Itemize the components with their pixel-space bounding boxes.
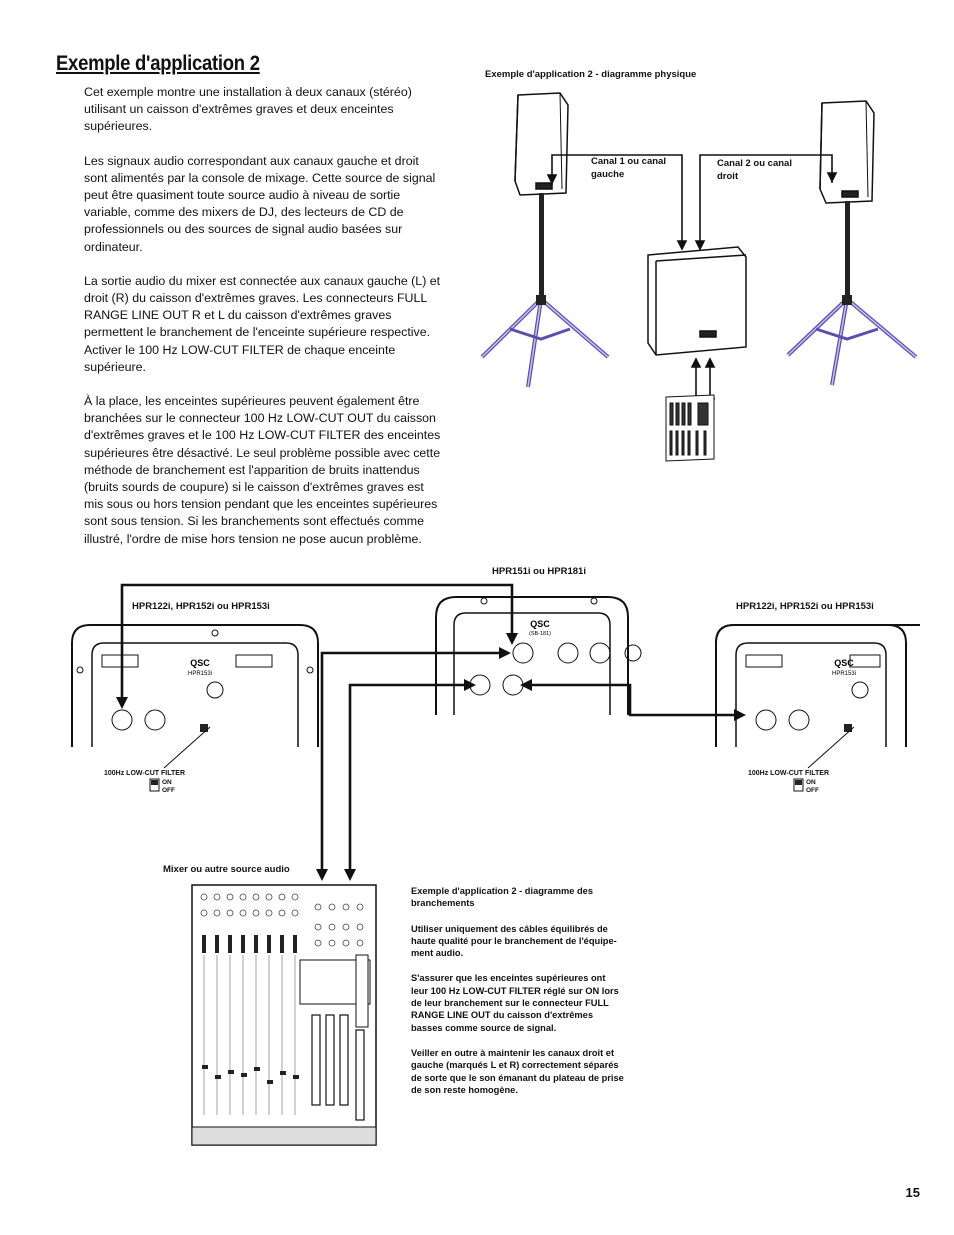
left-filter-leader (163, 726, 211, 769)
note-balanced-cables: Utiliser uniquement des câbles équilibré… (411, 923, 617, 959)
page-number: 15 (905, 1185, 920, 1200)
right-panel-model: HPR153i (832, 671, 856, 677)
right-top-speaker (819, 100, 875, 204)
left-top-speaker (514, 92, 569, 196)
subwoofer-panel: QSC (SB-181) (435, 596, 642, 715)
mixer-label: Mixer ou autre source audio (163, 864, 290, 875)
cable-arrows (116, 633, 746, 881)
left-speaker-stand (480, 193, 610, 388)
subwoofer (647, 246, 747, 356)
left-panel-brand: QSC (190, 658, 210, 668)
paragraph-alternative: À la place, les enceintes supérieures pe… (84, 394, 441, 546)
notes-heading: Exemple d'application 2 - diagramme des … (411, 886, 594, 909)
note-low-cut-filter: S'assurer que les enceintes supérieures … (411, 973, 619, 1033)
right-filter-leader (807, 726, 855, 769)
note-channel-separation: Veiller en outre à maintenir les canaux … (411, 1047, 624, 1095)
wiring-notes: Exemple d'application 2 - diagramme des … (411, 885, 625, 1109)
right-panel-brand: QSC (834, 658, 854, 668)
body-text: Cet exemple montre une installation à de… (84, 84, 444, 565)
right-filter-label: 100Hz LOW-CUT FILTER (748, 770, 830, 777)
left-filter-label: 100Hz LOW-CUT FILTER (104, 770, 186, 777)
paragraph-signals: Les signaux audio correspondant aux cana… (84, 153, 436, 254)
left-speaker-panel: QSC HPR153i (71, 624, 319, 747)
physical-diagram (480, 92, 918, 462)
wiring-diagram: QSC HPR153i QSC HPR153i QSC (SB-181) (71, 583, 920, 1146)
small-mixer (665, 394, 715, 462)
wiring-cables (120, 583, 740, 873)
right-speaker-stand (786, 201, 918, 386)
large-mixer (191, 884, 377, 1146)
right-top-model-label: HPR122i, HPR152i ou HPR153i (736, 601, 874, 612)
right-speaker-panel: QSC HPR153i (715, 624, 920, 747)
page-title: Exemple d'application 2 (56, 52, 260, 75)
left-filter-switch-icon (149, 778, 160, 792)
left-panel-model: HPR153i (188, 671, 212, 677)
right-filter-switch-icon (793, 778, 804, 792)
sub-panel-model: (SB-181) (529, 631, 551, 637)
paragraph-intro: Cet exemple montre une installation à de… (84, 85, 412, 134)
channel-left-label: Canal 1 ou canal gauche (591, 156, 666, 180)
channel-right-label: Canal 2 ou canal droit (717, 158, 792, 182)
left-top-model-label: HPR122i, HPR152i ou HPR153i (132, 601, 270, 612)
sub-panel-brand: QSC (530, 619, 550, 629)
paragraph-connection: La sortie audio du mixer est connectée a… (84, 273, 441, 374)
right-filter-off: OFF (806, 787, 819, 794)
subwoofer-model-label: HPR151i ou HPR181i (492, 566, 586, 577)
physical-diagram-caption: Exemple d'application 2 - diagramme phys… (485, 69, 697, 80)
left-filter-off: OFF (162, 787, 175, 794)
right-filter-on: ON (806, 779, 816, 786)
left-filter-on: ON (162, 779, 172, 786)
